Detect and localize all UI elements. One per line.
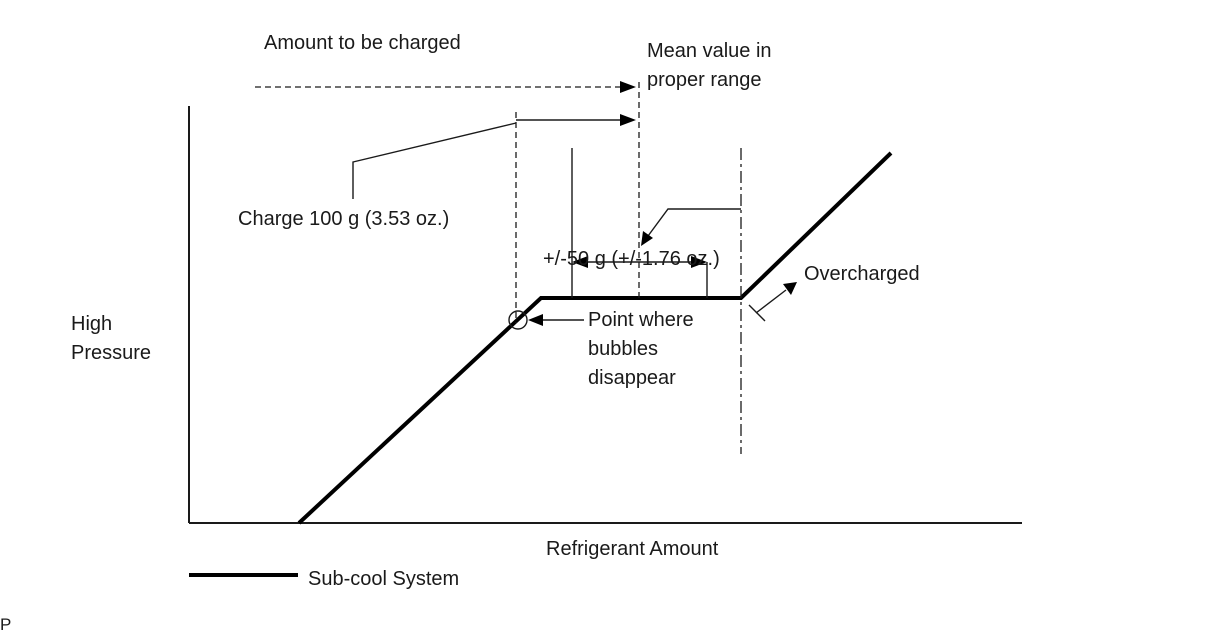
x-axis-label: Refrigerant Amount xyxy=(546,538,719,560)
bubbles-disappear-circle xyxy=(508,310,528,330)
overcharged-arrowhead xyxy=(783,282,797,295)
amount-arrowhead xyxy=(620,81,636,93)
point-where-bubbles-label-line2: bubbles xyxy=(588,338,658,360)
legend-label: Sub-cool System xyxy=(308,568,459,590)
overcharged-tick xyxy=(748,304,766,322)
tolerance-right-arrowhead xyxy=(691,256,707,268)
amount-to-be-charged-label: Amount to be charged xyxy=(264,32,461,54)
sub-cool-curve xyxy=(297,151,893,525)
charge-arrowhead xyxy=(620,114,636,126)
overcharged-arrow xyxy=(755,289,787,314)
overcharged-label: Overcharged xyxy=(804,263,920,285)
tolerance-label: +/-50 g (+/-1.76 oz.) xyxy=(543,248,720,270)
charge-leader-line xyxy=(352,122,517,199)
mean-value-leader-line xyxy=(647,208,741,237)
mean-value-label-line1: Mean value in xyxy=(647,40,772,62)
corner-mark: P xyxy=(0,615,11,634)
mean-value-leader-arrowhead xyxy=(641,231,653,246)
mean-value-label-line2: proper range xyxy=(647,69,762,91)
y-axis-label-line2: Pressure xyxy=(71,342,151,364)
y-axis-label-line1: High xyxy=(71,313,112,335)
charge-label: Charge 100 g (3.53 oz.) xyxy=(238,208,449,230)
bubbles-pointer-arrowhead xyxy=(528,314,543,326)
point-where-bubbles-label-line1: Point where xyxy=(588,309,694,331)
point-where-bubbles-label-line3: disappear xyxy=(588,367,676,389)
tolerance-left-arrowhead xyxy=(572,256,588,268)
